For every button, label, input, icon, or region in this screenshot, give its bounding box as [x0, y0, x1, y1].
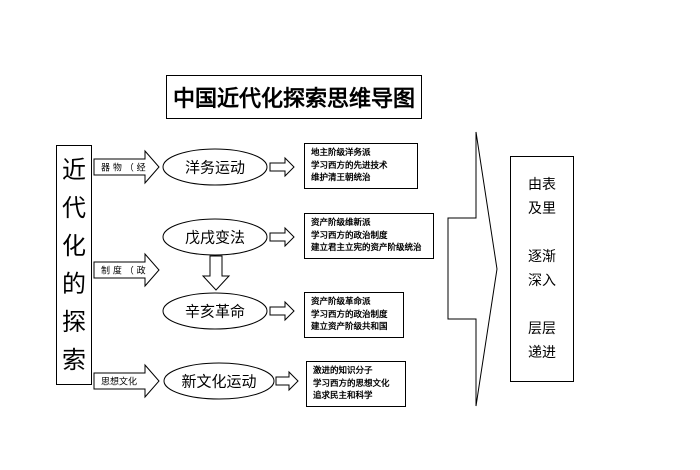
detail-line: 维护清王朝统治 [311, 173, 371, 184]
oval-4 [163, 362, 275, 400]
conclusion-line: 由表 [528, 177, 556, 193]
detail-line: 建立资产阶级共和国 [311, 322, 388, 333]
conclusion-line: 逐渐 [528, 249, 556, 265]
left-label-char: 探 [62, 308, 86, 336]
stage-arrow-1 [93, 149, 160, 185]
left-label-char: 代 [62, 194, 86, 222]
stage-label-1: 器 物 （ 经 [101, 163, 146, 174]
down-arrow [201, 255, 231, 291]
movement-name-1: 洋务运动 [184, 158, 246, 177]
left-label-box: 近 代 化 的 探 索 [56, 145, 92, 385]
big-right-arrow [447, 131, 498, 407]
movement-detail-box-4: 激进的知识分子 学习西方的思想文化 追求民主和科学 [306, 361, 406, 407]
stage-label-3: 思想文化 [101, 377, 138, 388]
left-label-char: 索 [62, 346, 86, 374]
detail-line: 学习西方的政治制度 [311, 230, 388, 241]
left-label-char: 的 [62, 270, 86, 298]
conclusion-line: 层层 [528, 321, 556, 337]
title-box: 中国近代化探索思维导图 [166, 75, 422, 119]
stage-arrow-2 [93, 252, 160, 288]
detail-line: 追求民主和科学 [313, 391, 373, 402]
small-arrow-2 [269, 226, 295, 248]
diagram-title: 中国近代化探索思维导图 [172, 87, 415, 112]
conclusion-line: 深入 [528, 273, 556, 289]
detail-line: 资产阶级维新派 [311, 218, 371, 229]
oval-3 [162, 292, 268, 330]
left-label-char: 近 [62, 156, 86, 184]
left-label-char: 化 [62, 232, 86, 260]
detail-line: 资产阶级革命派 [311, 297, 371, 308]
movement-detail-box-3: 资产阶级革命派 学习西方的政治制度 建立资产阶级共和国 [304, 292, 404, 338]
detail-line: 学习西方的思想文化 [313, 378, 390, 389]
detail-line: 激进的知识分子 [313, 366, 373, 377]
oval-1 [162, 148, 268, 186]
conclusion-box: 由表 及里 逐渐 深入 层层 递进 [510, 156, 574, 382]
conclusion-line: 递进 [528, 345, 556, 361]
detail-line: 地主阶级洋务派 [311, 148, 371, 159]
detail-line: 学习西方的政治制度 [311, 309, 388, 320]
small-arrow-3 [269, 300, 295, 322]
movement-name-2: 戊戌变法 [184, 228, 246, 247]
stage-label-2: 制 度 （ 政 [101, 266, 146, 277]
oval-2 [162, 218, 268, 256]
movement-detail-box-1: 地主阶级洋务派 学习西方的先进技术 维护清王朝统治 [304, 143, 418, 189]
small-arrow-1 [269, 156, 295, 178]
movement-detail-box-2: 资产阶级维新派 学习西方的政治制度 建立君主立宪的资产阶级统治 [304, 213, 434, 259]
movement-name-3: 辛亥革命 [184, 302, 246, 321]
movement-name-4: 新文化运动 [181, 372, 257, 391]
detail-line: 建立君主立宪的资产阶级统治 [311, 243, 422, 254]
detail-line: 学习西方的先进技术 [311, 160, 388, 171]
small-arrow-4 [275, 370, 299, 392]
stage-arrow-3 [93, 363, 160, 399]
conclusion-line: 及里 [528, 201, 556, 217]
